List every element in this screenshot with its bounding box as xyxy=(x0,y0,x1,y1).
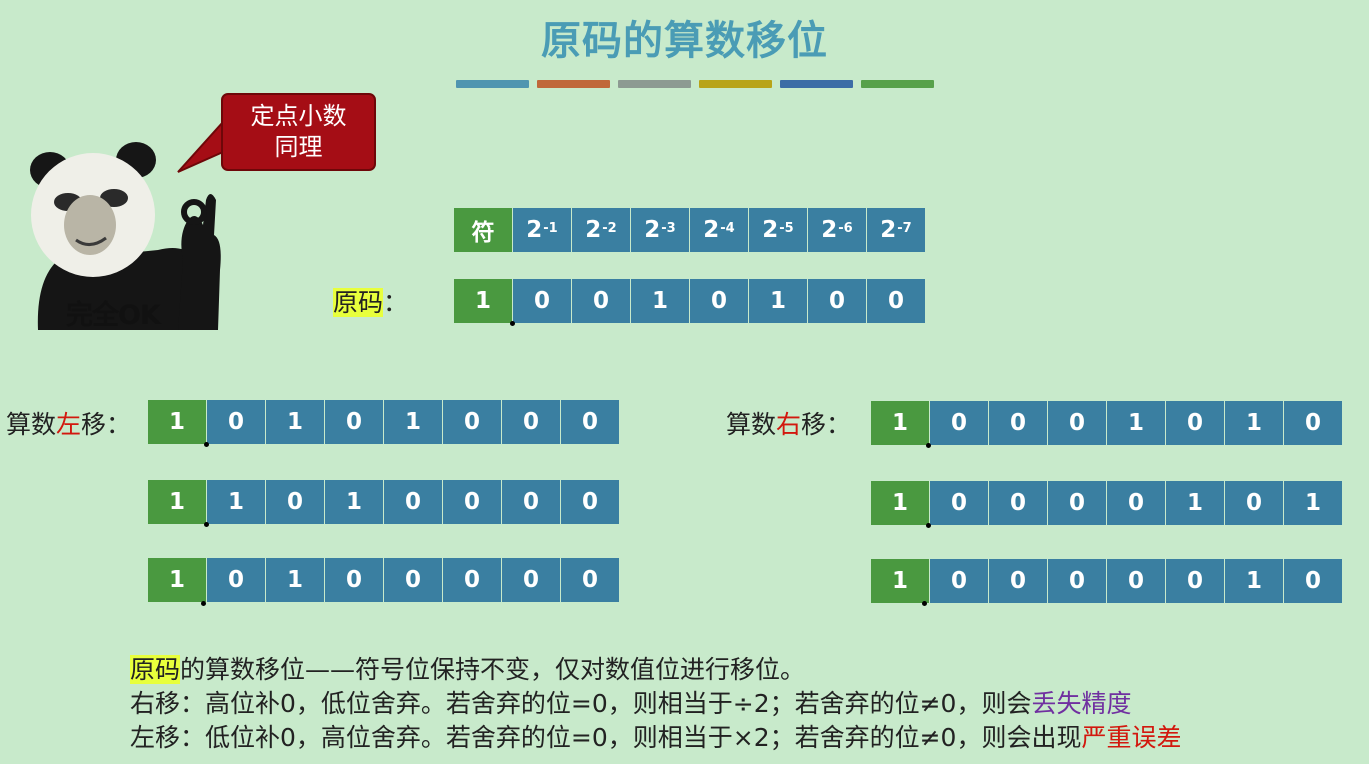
original-code-label: 原码： xyxy=(333,288,409,317)
bit-cell: 0 xyxy=(325,400,383,444)
sign-bit-cell: 1 xyxy=(148,480,206,524)
bit-cell: 0 xyxy=(808,279,866,323)
left-shift-label: 算数左移： xyxy=(6,410,132,439)
note-line-3: 左移：低位补0，高位舍弃。若舍弃的位=0，则相当于×2；若舍弃的位≠0，则会出现… xyxy=(130,723,1182,752)
panda-meme-image xyxy=(30,142,221,330)
bit-cell: 1 xyxy=(325,480,383,524)
color-bar xyxy=(780,80,853,88)
speech-bubble: 定点小数 同理 xyxy=(221,93,376,171)
bit-cell: 0 xyxy=(561,480,619,524)
color-bar xyxy=(537,80,610,88)
left-shift-row-1: 1 0 1 0 1 0 0 0 xyxy=(148,400,620,444)
bit-cell: 0 xyxy=(502,558,560,602)
color-bar xyxy=(456,80,529,88)
binary-point xyxy=(510,321,515,326)
bubble-line-2: 同理 xyxy=(274,133,323,161)
color-bar xyxy=(618,80,691,88)
meme-caption: 完全OK xyxy=(66,300,161,331)
weight-cell: 2-5 xyxy=(749,208,807,252)
bit-cell: 0 xyxy=(384,480,442,524)
bit-cell: 0 xyxy=(513,279,571,323)
bit-cell: 0 xyxy=(1107,481,1165,525)
sign-bit-cell: 1 xyxy=(454,279,512,323)
bit-cell: 0 xyxy=(867,279,925,323)
bit-cell: 1 xyxy=(1225,401,1283,445)
bit-cell: 0 xyxy=(1048,559,1106,603)
bit-cell: 0 xyxy=(1048,401,1106,445)
bit-cell: 0 xyxy=(443,400,501,444)
bit-cell: 0 xyxy=(989,559,1047,603)
bit-cell: 0 xyxy=(1166,559,1224,603)
bit-cell: 0 xyxy=(384,558,442,602)
bit-cell: 0 xyxy=(443,558,501,602)
bit-cell: 0 xyxy=(930,401,988,445)
note-line-2: 右移：高位补0，低位舍弃。若舍弃的位=0，则相当于÷2；若舍弃的位≠0，则会丢失… xyxy=(130,689,1132,718)
binary-point xyxy=(201,601,206,606)
bit-cell: 1 xyxy=(266,400,324,444)
bit-cell: 1 xyxy=(207,480,265,524)
bit-cell: 1 xyxy=(384,400,442,444)
bit-cell: 0 xyxy=(1048,481,1106,525)
bit-cell: 0 xyxy=(266,480,324,524)
bubble-tail xyxy=(177,120,224,173)
binary-point xyxy=(926,523,931,528)
binary-point xyxy=(922,601,927,606)
bit-cell: 0 xyxy=(443,480,501,524)
bit-cell: 0 xyxy=(207,400,265,444)
bit-cell: 0 xyxy=(930,481,988,525)
bit-cell: 0 xyxy=(572,279,630,323)
sign-bit-cell: 1 xyxy=(871,559,929,603)
right-shift-row-3: 1 0 0 0 0 0 1 0 xyxy=(871,559,1343,603)
bit-cell: 0 xyxy=(502,480,560,524)
bit-cell: 0 xyxy=(561,400,619,444)
bit-cell: 0 xyxy=(1284,559,1342,603)
bit-cell: 0 xyxy=(989,481,1047,525)
bit-cell: 0 xyxy=(989,401,1047,445)
right-shift-row-2: 1 0 0 0 0 1 0 1 xyxy=(871,481,1343,525)
weight-cell: 2-6 xyxy=(808,208,866,252)
bit-cell: 1 xyxy=(1225,559,1283,603)
bit-cell: 0 xyxy=(561,558,619,602)
left-shift-row-3: 1 0 1 0 0 0 0 0 xyxy=(148,558,620,602)
color-bar xyxy=(699,80,772,88)
right-shift-row-1: 1 0 0 0 1 0 1 0 xyxy=(871,401,1343,445)
bit-cell: 0 xyxy=(1107,559,1165,603)
bit-cell: 0 xyxy=(1225,481,1283,525)
bit-cell: 0 xyxy=(502,400,560,444)
bit-cell: 0 xyxy=(930,559,988,603)
explanation-notes: 原码的算数移位——符号位保持不变，仅对数值位进行移位。 右移：高位补0，低位舍弃… xyxy=(130,653,1181,755)
bit-cell: 0 xyxy=(1284,401,1342,445)
weight-cell: 2-4 xyxy=(690,208,748,252)
note-line-1: 原码的算数移位——符号位保持不变，仅对数值位进行移位。 xyxy=(130,655,806,684)
weight-cell: 2-7 xyxy=(867,208,925,252)
left-shift-row-2: 1 1 0 1 0 0 0 0 xyxy=(148,480,620,524)
bit-cell: 0 xyxy=(690,279,748,323)
bit-cell: 1 xyxy=(266,558,324,602)
sign-bit-cell: 1 xyxy=(148,400,206,444)
bit-cell: 1 xyxy=(749,279,807,323)
color-bar xyxy=(861,80,934,88)
bit-weight-header-row: 符 2-1 2-2 2-3 2-4 2-5 2-6 2-7 xyxy=(454,208,926,252)
bit-cell: 1 xyxy=(1284,481,1342,525)
weight-cell: 2-1 xyxy=(513,208,571,252)
binary-point xyxy=(926,443,931,448)
binary-point xyxy=(204,522,209,527)
sign-bit-cell: 1 xyxy=(871,481,929,525)
weight-cell: 2-3 xyxy=(631,208,689,252)
weight-cell: 2-2 xyxy=(572,208,630,252)
bit-cell: 0 xyxy=(325,558,383,602)
bit-cell: 0 xyxy=(207,558,265,602)
page-title: 原码的算数移位 xyxy=(541,18,828,64)
sign-bit-cell: 1 xyxy=(148,558,206,602)
bit-cell: 0 xyxy=(1166,401,1224,445)
binary-point xyxy=(204,442,209,447)
bit-cell: 1 xyxy=(1107,401,1165,445)
sign-bit-cell: 1 xyxy=(871,401,929,445)
original-code-row: 1 0 0 1 0 1 0 0 xyxy=(454,279,926,323)
bubble-line-1: 定点小数 xyxy=(250,102,347,130)
right-shift-label: 算数右移： xyxy=(726,410,852,439)
sign-header-cell: 符 xyxy=(454,208,512,252)
bit-cell: 1 xyxy=(631,279,689,323)
bit-cell: 1 xyxy=(1166,481,1224,525)
